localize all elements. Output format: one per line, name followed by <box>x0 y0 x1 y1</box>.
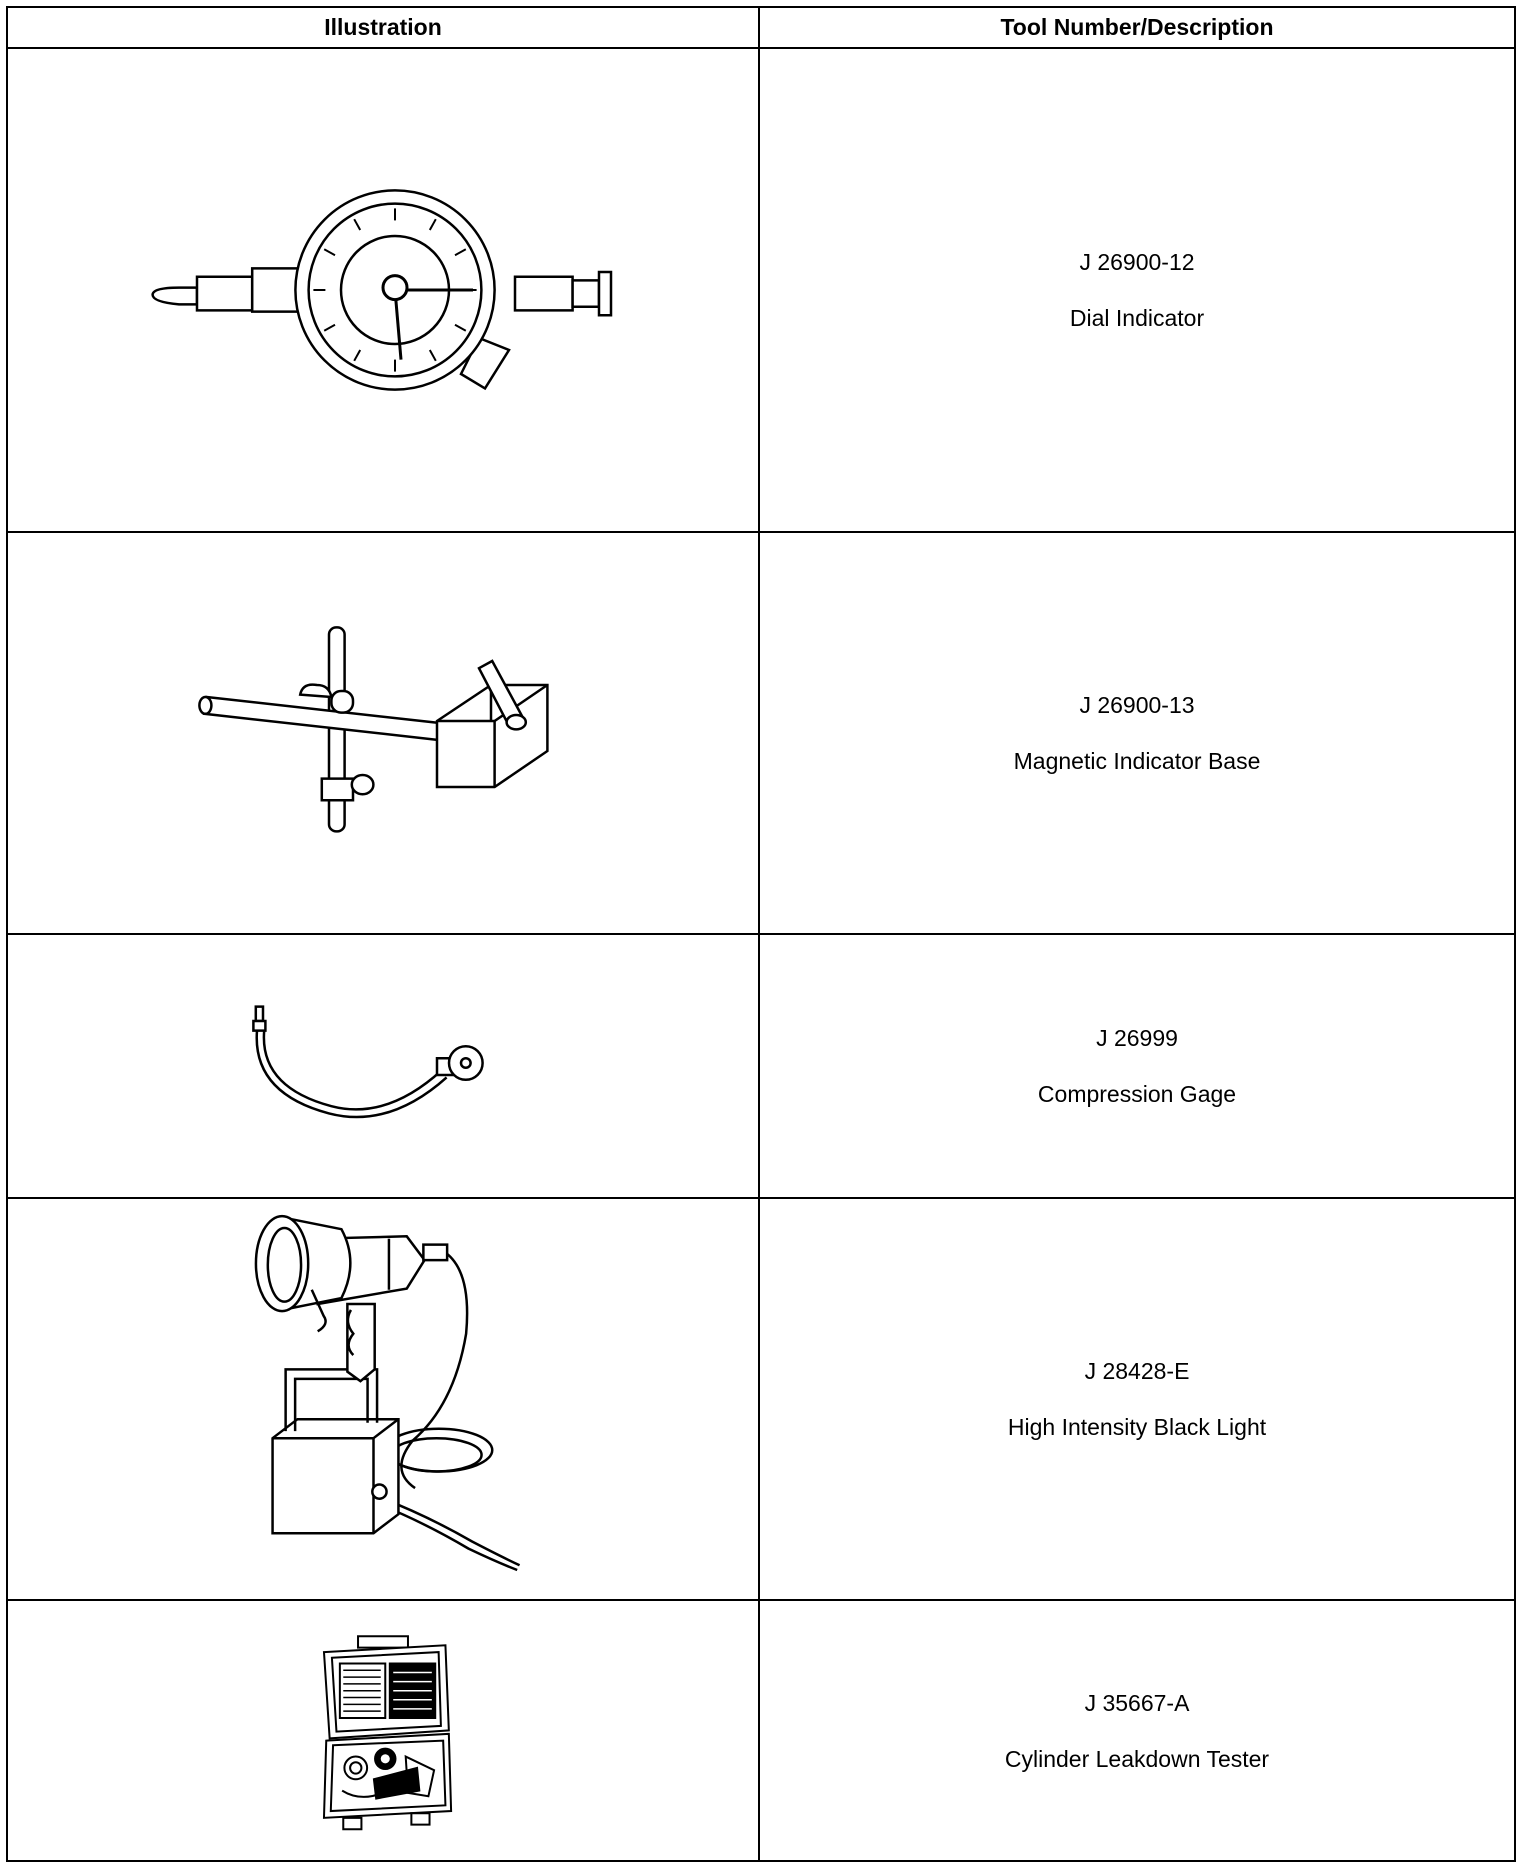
description-cell: J 26999 Compression Gage <box>758 933 1516 1199</box>
description-cell: J 26900-12 Dial Indicator <box>758 47 1516 533</box>
tool-number: J 28428-E <box>1084 1358 1190 1384</box>
tool-number: J 35667-A <box>1084 1689 1190 1716</box>
illustration-cell <box>6 1599 760 1862</box>
table-row: J 35667-A Cylinder Leakdown Tester <box>6 1599 1516 1862</box>
tool-table: Illustration Tool Number/Description <box>6 6 1516 1862</box>
header-illustration: Illustration <box>6 6 760 49</box>
leakdown-tester-icon <box>303 1626 463 1836</box>
table-row: J 26900-12 Dial Indicator <box>6 47 1516 533</box>
illustration-cell <box>6 1197 760 1601</box>
illustration-cell <box>6 933 760 1199</box>
magnetic-indicator-base-icon <box>173 613 593 853</box>
description-cell: J 26900-13 Magnetic Indicator Base <box>758 531 1516 935</box>
tool-number: J 26999 <box>1096 1025 1178 1051</box>
tool-name: Compression Gage <box>1037 1081 1237 1107</box>
illustration-cell <box>6 531 760 935</box>
tool-name: Cylinder Leakdown Tester <box>1004 1745 1270 1772</box>
table-row: J 26900-13 Magnetic Indicator Base <box>6 531 1516 935</box>
tool-name: Magnetic Indicator Base <box>1013 748 1261 774</box>
compression-gage-icon <box>233 991 533 1141</box>
table-row: J 26999 Compression Gage <box>6 933 1516 1199</box>
header-description: Tool Number/Description <box>758 6 1516 49</box>
black-light-icon <box>233 1209 533 1589</box>
table-row: J 28428-E High Intensity Black Light <box>6 1197 1516 1601</box>
tool-name: High Intensity Black Light <box>1007 1414 1267 1440</box>
illustration-cell <box>6 47 760 533</box>
description-cell: J 28428-E High Intensity Black Light <box>758 1197 1516 1601</box>
dial-indicator-icon <box>143 170 623 410</box>
tool-number: J 26900-13 <box>1079 692 1195 718</box>
description-cell: J 35667-A Cylinder Leakdown Tester <box>758 1599 1516 1862</box>
tool-number: J 26900-12 <box>1079 249 1195 275</box>
tool-name: Dial Indicator <box>1069 305 1205 331</box>
header-row: Illustration Tool Number/Description <box>6 6 1516 49</box>
